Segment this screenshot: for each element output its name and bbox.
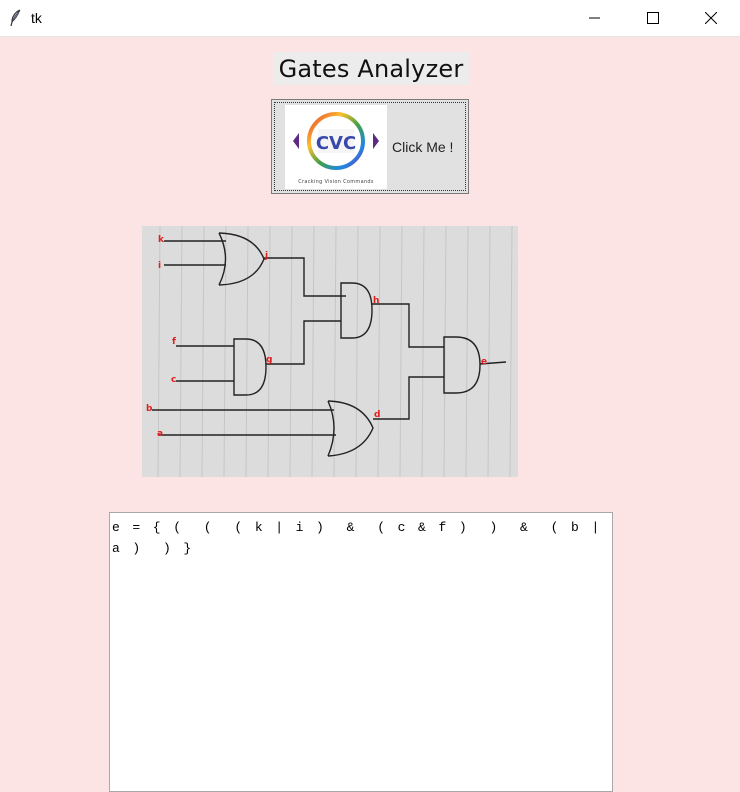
maximize-icon: [647, 12, 659, 24]
expression-output-textbox[interactable]: e = { ( ( ( k | i ) & ( c & f ) ) & ( b …: [109, 512, 613, 792]
circuit-label-d: d: [374, 410, 380, 420]
circuit-label-b: b: [146, 404, 153, 414]
window-title: tk: [31, 10, 42, 26]
click-me-label: Click Me !: [392, 138, 454, 155]
circuit-label-h: h: [373, 296, 379, 306]
circuit-label-a: a: [157, 429, 163, 439]
minimize-button[interactable]: [566, 0, 624, 36]
circuit-label-c: c: [171, 375, 176, 385]
feather-icon: [9, 9, 23, 27]
maximize-button[interactable]: [624, 0, 682, 36]
close-button[interactable]: [682, 0, 740, 36]
circuit-label-f: f: [172, 337, 176, 347]
circuit-diagram-image: k i j h f g c e b d a: [142, 225, 518, 478]
circuit-label-i: i: [158, 261, 161, 271]
circuit-label-e: e: [481, 357, 487, 367]
window-titlebar: tk: [0, 0, 740, 37]
cvc-logo: CVC Cracking Vision Commands: [285, 104, 387, 189]
expression-output-text: e = { ( ( ( k | i ) & ( c & f ) ) & ( b …: [112, 520, 612, 556]
minimize-icon: [589, 17, 600, 19]
logo-subtext: Cracking Vision Commands: [298, 178, 374, 185]
circuit-label-j: j: [264, 251, 268, 261]
circuit-label-g: g: [266, 355, 272, 365]
logo-mark-text: CVC: [316, 133, 356, 154]
circuit-label-k: k: [158, 235, 165, 245]
window-controls: [566, 0, 740, 36]
close-icon: [705, 12, 717, 24]
app-title: Gates Analyzer: [273, 52, 469, 85]
click-me-button[interactable]: CVC Cracking Vision Commands Click Me !: [271, 99, 469, 194]
